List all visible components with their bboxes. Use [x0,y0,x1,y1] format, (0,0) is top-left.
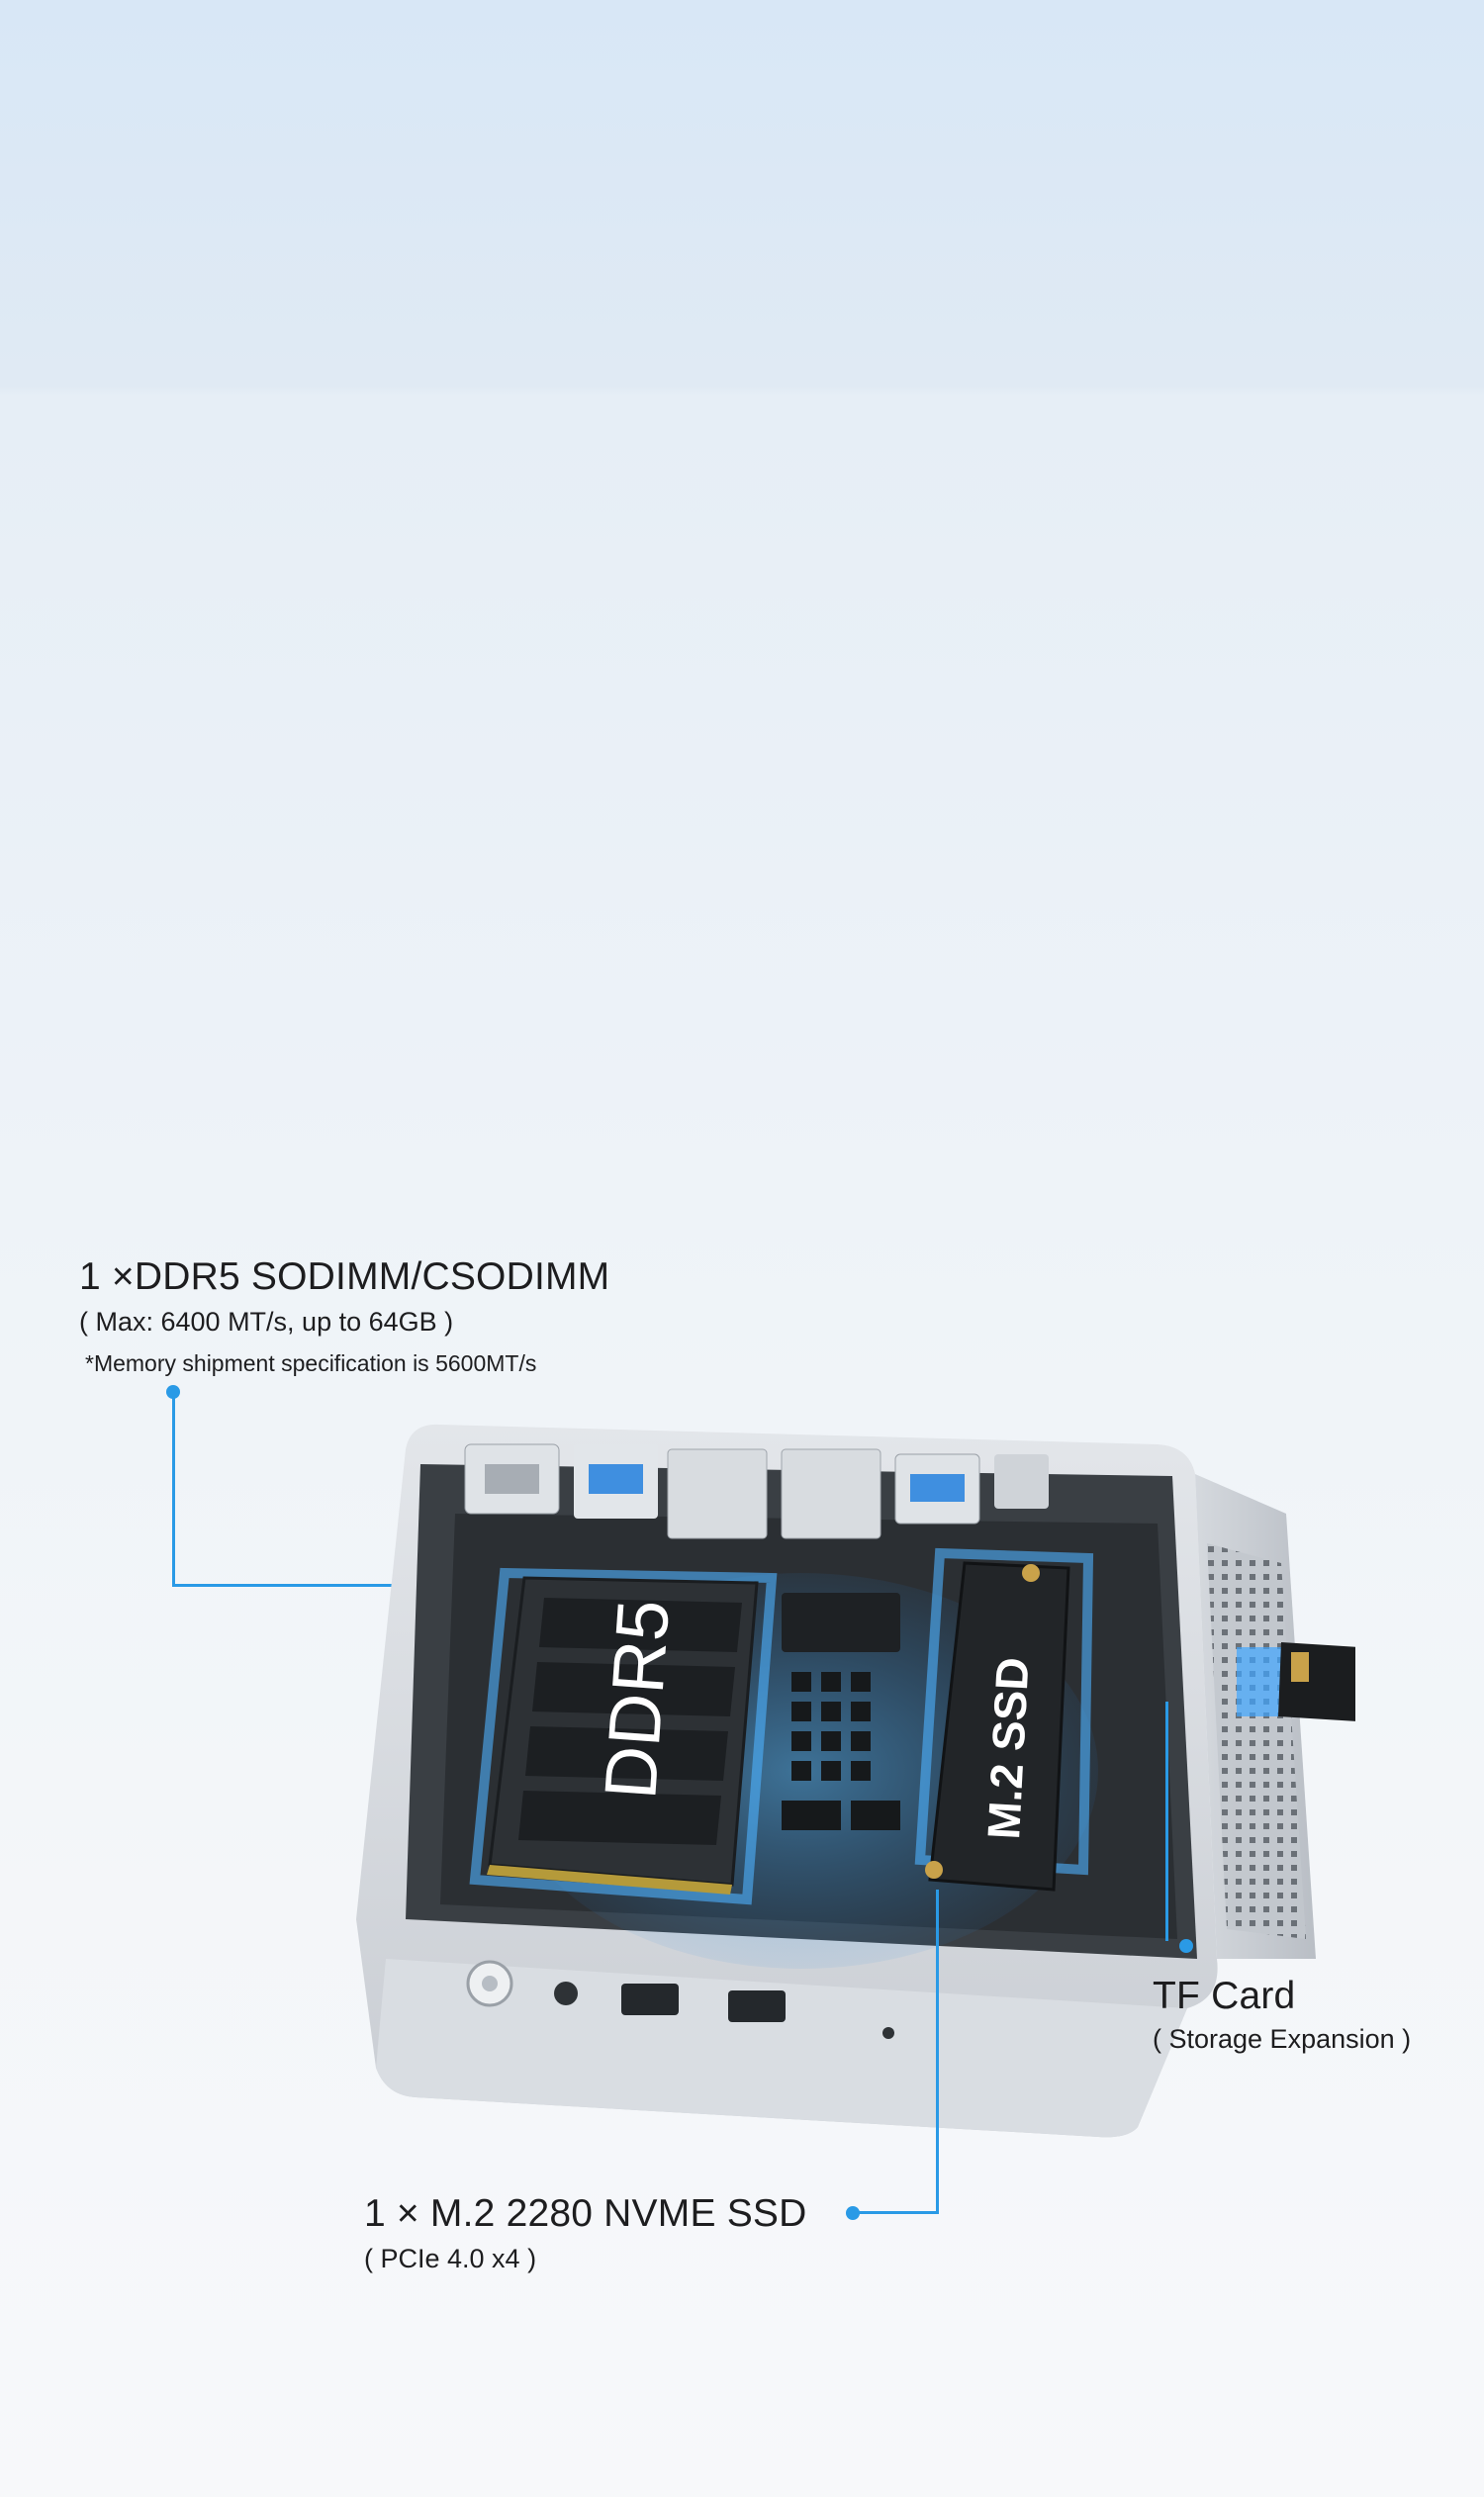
ddr5-subtitle: ( Max: 6400 MT/s, up to 64GB ) [79,1307,454,1337]
tf-card-subtitle: ( Storage Expansion ) [1153,2024,1412,2054]
ddr5-callout-line-v [172,1392,175,1586]
ssd-callout-dot [846,2206,860,2220]
ssd-title: 1 × M.2 2280 NVME SSD [364,2192,807,2235]
ssd-subtitle: ( PCIe 4.0 x4 ) [364,2244,537,2273]
ddr5-module-label: DDR5 [589,1597,685,1802]
tf-card [1237,1642,1355,1721]
mini-pc-illustration: DDR5 M.2 SSD [356,1424,1355,2138]
ssd-callout-line-v [936,1890,939,2214]
tf-card-title: TF Card [1153,1975,1296,2017]
m2-ssd-label: M.2 SSD [977,1656,1039,1841]
tf-callout-dot [1179,1939,1193,1953]
ssd-callout-line-h [853,2211,939,2214]
ddr5-note: *Memory shipment specification is 5600MT… [85,1350,537,1376]
ddr5-title: 1 ×DDR5 SODIMM/CSODIMM [79,1255,610,1298]
tf-callout-line [1165,1702,1168,1941]
